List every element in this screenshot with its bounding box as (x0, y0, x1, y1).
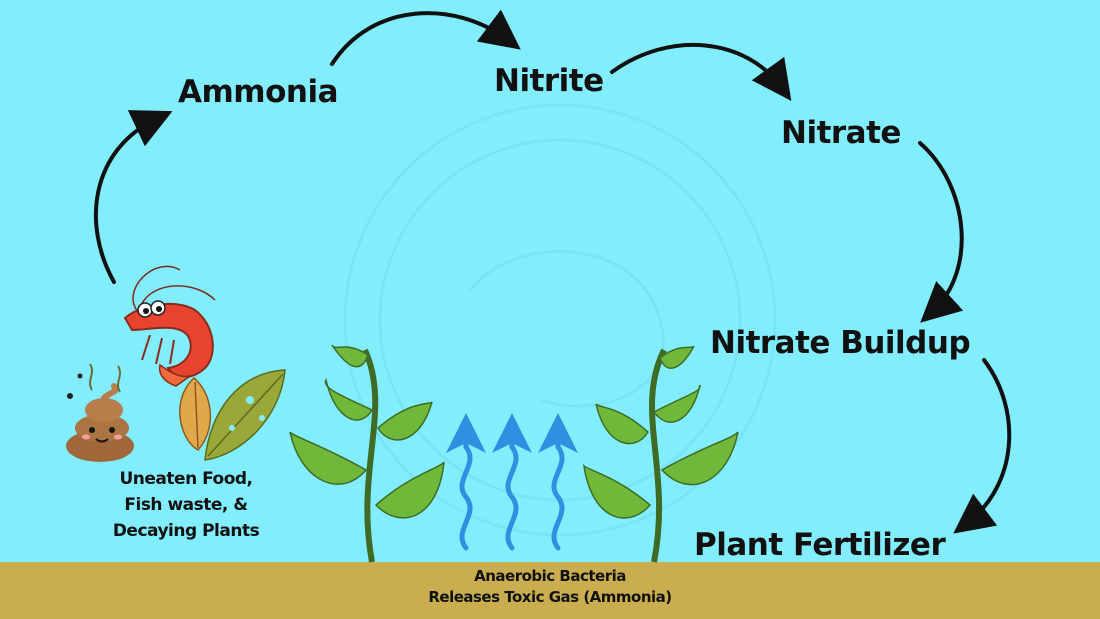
dead-leaf-icon (179, 369, 286, 461)
ground-strip (0, 562, 1100, 619)
stage-label-ammonia: Ammonia (178, 74, 339, 110)
arrow-buildup-to-fertilizer (953, 358, 1012, 534)
arrow-waste-to-ammonia (94, 110, 173, 284)
bacteria-label: Anaerobic Bacteria Releases Toxic Gas (A… (320, 566, 780, 608)
arrow-nitrate-to-buildup (918, 141, 964, 323)
bacteria-line-1: Anaerobic Bacteria (474, 567, 626, 585)
watermark-logo (343, 103, 777, 537)
waste-source-line-1: Uneaten Food, (119, 469, 254, 489)
arrow-ammonia-to-nitrite (330, 9, 521, 66)
gas-wave-arrow-icon (446, 413, 578, 551)
waste-source-line-2: Fish waste, & (124, 495, 248, 515)
cycle-arrows (94, 9, 1012, 534)
stage-label-nitrite: Nitrite (494, 63, 604, 99)
stage-label-plant-fertilizer: Plant Fertilizer (694, 527, 946, 563)
bacteria-line-2: Releases Toxic Gas (Ammonia) (428, 588, 672, 606)
stage-label-nitrate: Nitrate (781, 115, 901, 151)
waste-source-line-3: Decaying Plants (112, 521, 260, 541)
arrow-nitrite-to-nitrate (610, 43, 792, 101)
shrimp-icon (123, 265, 216, 387)
poop-icon (66, 363, 134, 462)
plant-icon (582, 345, 739, 563)
waste-source-label: Uneaten Food, Fish waste, & Decaying Pla… (86, 466, 286, 544)
plant-icon (289, 344, 445, 563)
stage-label-nitrate-buildup: Nitrate Buildup (710, 325, 971, 361)
